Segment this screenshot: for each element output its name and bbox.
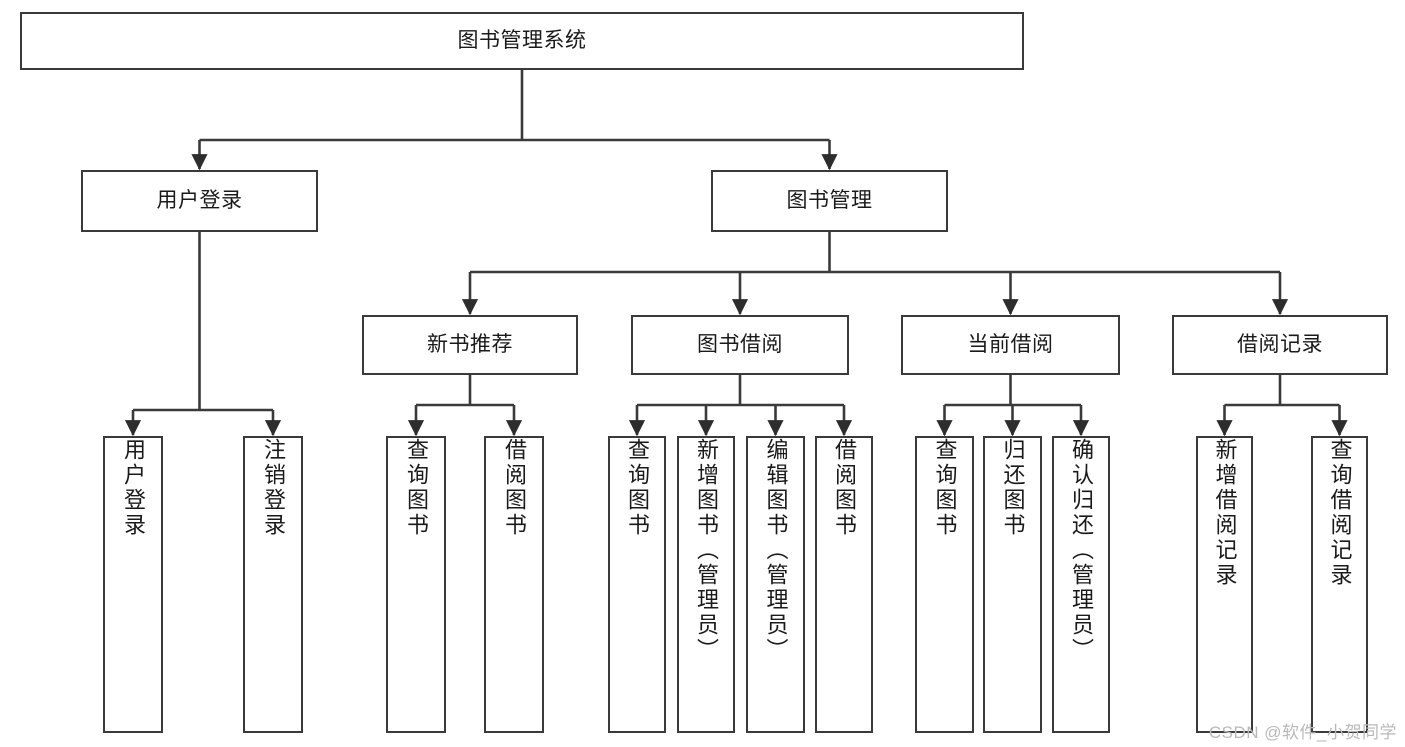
node-leaf-bb-edit[interactable]: 编辑图书（管理员） bbox=[746, 436, 805, 733]
node-label: 用户登录 bbox=[121, 438, 146, 538]
node-leaf-bb-add[interactable]: 新增图书（管理员） bbox=[677, 436, 735, 733]
node-label: 新书推荐 bbox=[427, 332, 513, 356]
node-borrow-record[interactable]: 借阅记录 bbox=[1172, 315, 1388, 375]
node-label: 查询借阅记录 bbox=[1327, 438, 1353, 588]
node-book-borrow[interactable]: 图书借阅 bbox=[631, 315, 849, 375]
node-label: 图书管理系统 bbox=[457, 28, 587, 52]
node-label: 借阅图书 bbox=[832, 438, 857, 538]
node-leaf-rec-borrow[interactable]: 借阅图书 bbox=[484, 436, 544, 733]
node-root[interactable]: 图书管理系统 bbox=[20, 12, 1024, 70]
node-label: 查询图书 bbox=[932, 438, 958, 538]
node-label: 新增图书（管理员） bbox=[694, 438, 719, 663]
node-current-borrow[interactable]: 当前借阅 bbox=[901, 315, 1120, 375]
node-label: 查询图书 bbox=[625, 438, 650, 538]
edge-group bbox=[124, 70, 1348, 437]
node-label: 归还图书 bbox=[1000, 438, 1026, 538]
node-user-login[interactable]: 用户登录 bbox=[81, 170, 318, 232]
node-label: 借阅图书 bbox=[502, 438, 527, 538]
node-label: 图书借阅 bbox=[697, 332, 783, 356]
node-book-manage[interactable]: 图书管理 bbox=[711, 170, 948, 232]
node-label: 图书管理 bbox=[786, 188, 873, 212]
node-leaf-bb-query[interactable]: 查询图书 bbox=[608, 436, 666, 733]
node-leaf-bb-borrow[interactable]: 借阅图书 bbox=[815, 436, 873, 733]
node-leaf-cb-confirm[interactable]: 确认归还（管理员） bbox=[1052, 436, 1110, 733]
node-label: 借阅记录 bbox=[1237, 332, 1323, 356]
node-label: 当前借阅 bbox=[967, 332, 1054, 356]
node-label: 注销登录 bbox=[261, 438, 286, 538]
node-label: 新增借阅记录 bbox=[1212, 438, 1238, 588]
node-leaf-br-query[interactable]: 查询借阅记录 bbox=[1311, 436, 1368, 733]
node-leaf-br-add[interactable]: 新增借阅记录 bbox=[1196, 436, 1253, 733]
node-label: 确认归还（管理员） bbox=[1069, 438, 1094, 663]
node-leaf-cb-query[interactable]: 查询图书 bbox=[915, 436, 974, 733]
node-label: 查询图书 bbox=[404, 438, 429, 538]
node-label: 编辑图书（管理员） bbox=[763, 438, 789, 663]
node-label: 用户登录 bbox=[156, 188, 243, 212]
node-leaf-user-logout[interactable]: 注销登录 bbox=[243, 436, 303, 733]
node-leaf-cb-return[interactable]: 归还图书 bbox=[983, 436, 1042, 733]
node-leaf-rec-query[interactable]: 查询图书 bbox=[386, 436, 446, 733]
node-new-book-rec[interactable]: 新书推荐 bbox=[362, 315, 578, 375]
node-leaf-user-login[interactable]: 用户登录 bbox=[103, 436, 163, 733]
